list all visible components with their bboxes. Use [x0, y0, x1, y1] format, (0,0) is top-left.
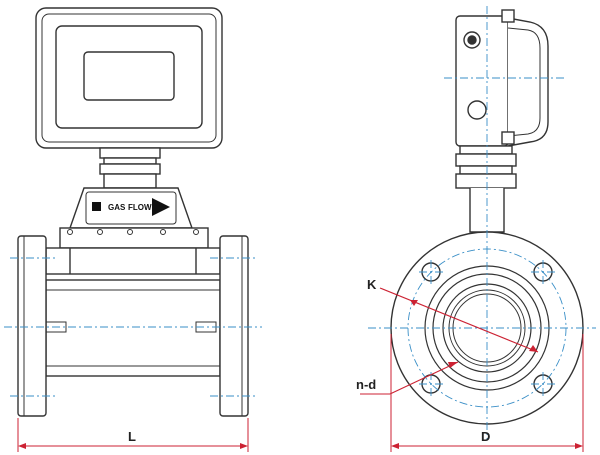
front-view: GAS FLOW	[17, 7, 249, 417]
bolt-hole-label: n-d	[356, 377, 376, 392]
diameter-dimension	[390, 334, 584, 452]
bolt-hole-leader	[360, 361, 459, 395]
neck	[99, 147, 161, 189]
length-label: L	[128, 429, 136, 444]
right-flange	[219, 235, 249, 417]
junction-box: GAS FLOW	[59, 187, 209, 249]
diameter-label: D	[481, 429, 490, 444]
plate-gas-label: GAS	[108, 203, 126, 212]
display-head	[35, 7, 223, 149]
meter-body	[45, 247, 221, 377]
left-flange	[17, 235, 47, 417]
plate-flow-label: FLOW	[128, 203, 152, 212]
stop-square-icon	[92, 202, 101, 211]
bolt-circle-leader	[379, 287, 539, 353]
side-centerlines	[368, 6, 596, 440]
side-head	[455, 9, 549, 147]
front-centerlines	[4, 257, 262, 397]
flow-direction-arrow-icon	[152, 198, 170, 216]
side-neck	[455, 145, 517, 233]
bolt-circle-label: K	[367, 277, 377, 292]
length-dimension	[17, 418, 249, 452]
